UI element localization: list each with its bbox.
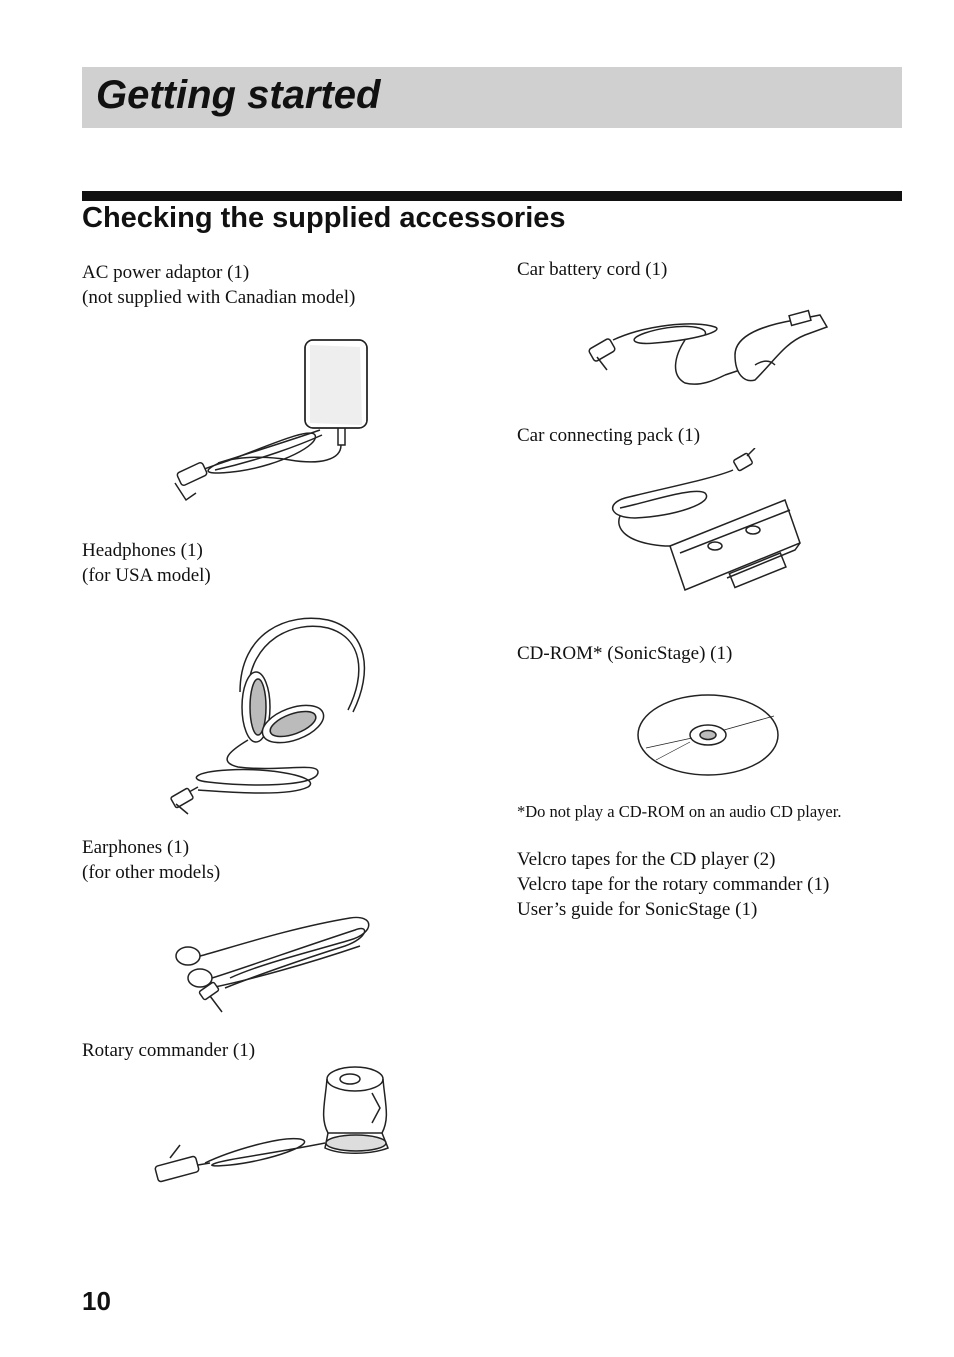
section-title: Checking the supplied accessories bbox=[82, 202, 566, 234]
car-connecting-pack-illustration bbox=[605, 448, 830, 598]
car-battery-cord-label: Car battery cord (1) bbox=[517, 259, 668, 280]
earphones-label: Earphones (1) (for other models) bbox=[82, 837, 221, 883]
cd-rom-illustration bbox=[636, 690, 784, 782]
extras-item: Velcro tapes for the CD player (2) bbox=[517, 849, 776, 870]
extras-list: Velcro tapes for the CD player (2) Velcr… bbox=[517, 847, 829, 922]
extras-item: User’s guide for SonicStage (1) bbox=[517, 899, 758, 920]
rotary-commander-label: Rotary commander (1) bbox=[82, 1040, 256, 1061]
rotary-commander-illustration bbox=[150, 1063, 395, 1188]
chapter-title: Getting started bbox=[96, 73, 381, 117]
page-number: 10 bbox=[82, 1286, 111, 1316]
earphones-illustration bbox=[170, 908, 380, 1020]
extras-item: Velcro tape for the rotary commander (1) bbox=[517, 874, 830, 895]
chapter-header-bar: Getting started bbox=[82, 67, 902, 128]
section-rule bbox=[82, 191, 902, 201]
headphones-illustration bbox=[168, 612, 378, 817]
cd-rom-label: CD-ROM* (SonicStage) (1) bbox=[517, 643, 733, 664]
cd-rom-footnote: *Do not play a CD-ROM on an audio CD pla… bbox=[517, 802, 842, 821]
ac-adaptor-label: AC power adaptor (1) (not supplied with … bbox=[82, 262, 356, 308]
ac-adaptor-illustration bbox=[170, 335, 380, 505]
car-battery-cord-illustration bbox=[585, 305, 835, 390]
car-connecting-pack-label: Car connecting pack (1) bbox=[517, 425, 701, 446]
headphones-label: Headphones (1) (for USA model) bbox=[82, 540, 211, 586]
